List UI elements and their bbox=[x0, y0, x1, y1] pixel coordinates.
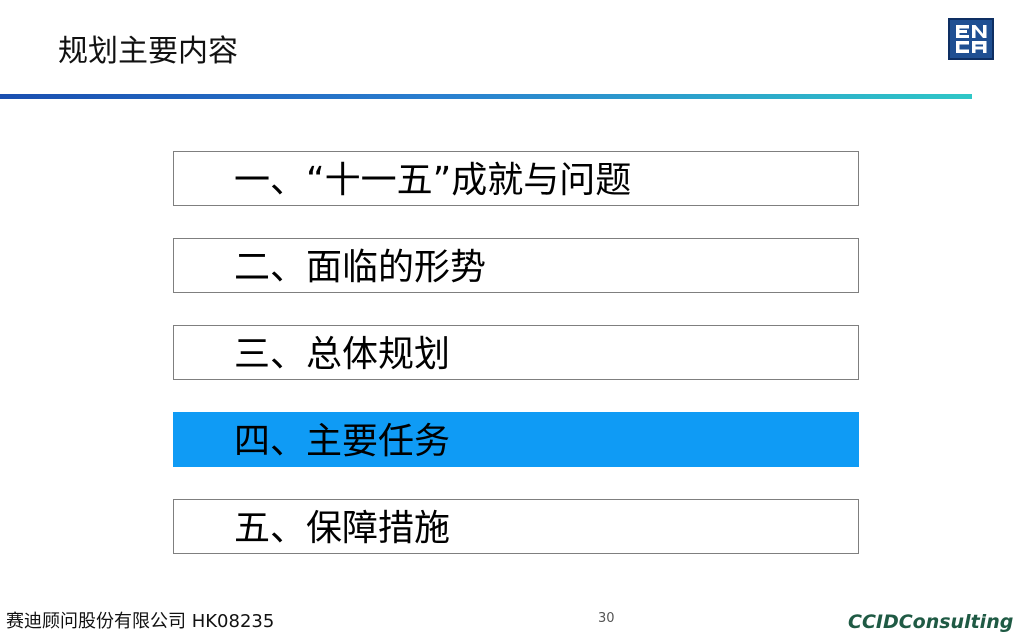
menu-item-label: 二、面临的形势 bbox=[234, 247, 487, 288]
menu-item-achievements[interactable]: 一、“十一五”成就与问题 bbox=[173, 151, 859, 206]
footer-company-name: 赛迪顾问股份有限公司 HK08235 bbox=[6, 611, 275, 632]
menu-item-overall-plan[interactable]: 三、总体规划 bbox=[173, 325, 859, 380]
footer-brand-logo: CCIDConsulting bbox=[848, 611, 1014, 633]
slide-title: 规划主要内容 bbox=[58, 34, 238, 69]
menu-item-label: 五、保障措施 bbox=[234, 508, 451, 549]
logo-glyph-icon bbox=[956, 25, 987, 53]
menu-item-main-tasks[interactable]: 四、主要任务 bbox=[173, 412, 859, 467]
enca-logo-icon bbox=[948, 18, 994, 60]
menu-item-label: 一、“十一五”成就与问题 bbox=[234, 160, 632, 201]
menu-item-safeguards[interactable]: 五、保障措施 bbox=[173, 499, 859, 554]
page-number: 30 bbox=[598, 611, 615, 626]
menu-item-label: 四、主要任务 bbox=[234, 421, 451, 462]
menu-item-label: 三、总体规划 bbox=[234, 334, 451, 375]
header-divider bbox=[0, 94, 972, 99]
menu-item-situation[interactable]: 二、面临的形势 bbox=[173, 238, 859, 293]
